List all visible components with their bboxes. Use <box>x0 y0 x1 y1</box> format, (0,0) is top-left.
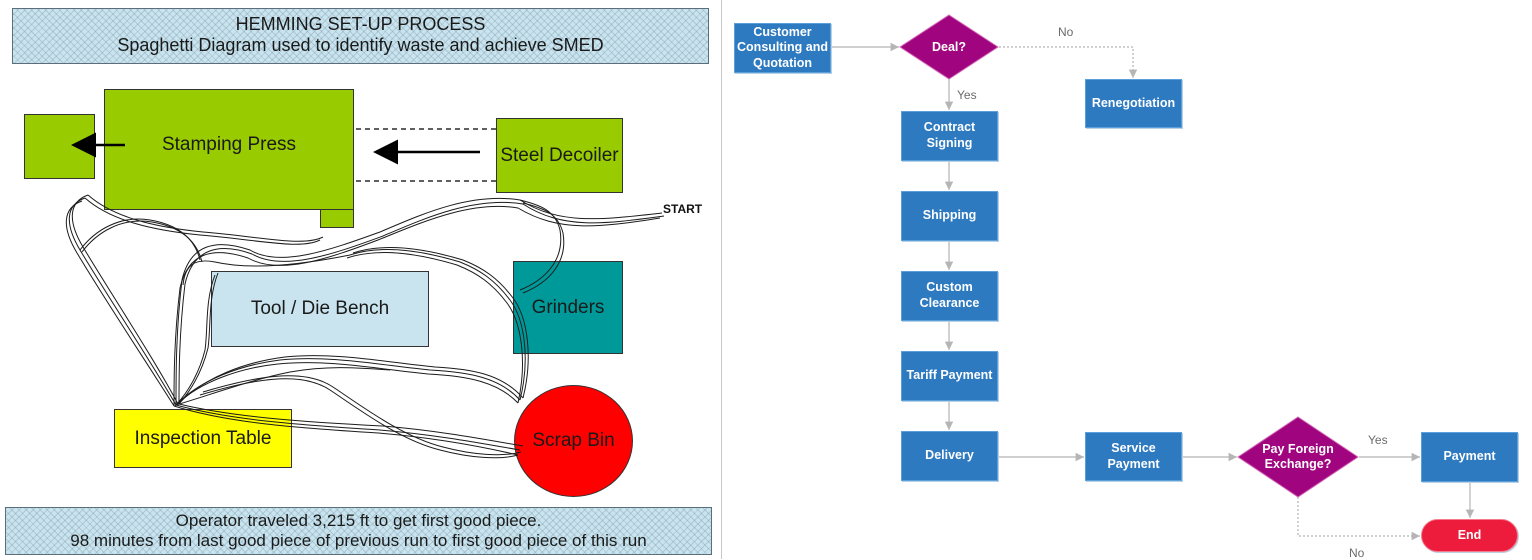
node-service-payment: Service Payment <box>1085 432 1182 481</box>
spaghetti-diagram-panel: HEMMING SET-UP PROCESS Spaghetti Diagram… <box>0 0 722 559</box>
flowchart-connectors <box>831 42 1475 541</box>
deal-label: Deal? <box>931 39 967 54</box>
inspection-table-station: Inspection Table <box>114 409 292 468</box>
deal-diamond-shape <box>899 14 999 80</box>
steel-decoiler-label: Steel Decoiler <box>500 144 619 166</box>
node-customer-consulting: Customer Consulting and Quotation <box>734 23 831 73</box>
node-shipping: Shipping <box>901 191 998 241</box>
forex-diamond-shape <box>1237 416 1359 498</box>
node-deal-decision: Deal? <box>899 14 999 80</box>
stamping-press-station: Stamping Press <box>104 89 354 210</box>
label-forex-yes: Yes <box>1368 433 1388 447</box>
edge-deal-renegotiation <box>999 46 1138 78</box>
start-label: START <box>663 202 703 216</box>
grinders-station: Grinders <box>513 261 623 354</box>
node-contract-signing: Contract Signing <box>901 111 998 161</box>
panel-divider <box>721 0 722 559</box>
label-forex-no: No <box>1349 546 1365 560</box>
spaghetti-title-banner: HEMMING SET-UP PROCESS Spaghetti Diagram… <box>12 8 709 64</box>
press-output-box <box>24 114 95 179</box>
label-deal-yes: Yes <box>957 88 977 102</box>
spaghetti-title: HEMMING SET-UP PROCESS <box>235 14 486 34</box>
stamping-press-label: Stamping Press <box>161 133 297 155</box>
inspection-table-label: Inspection Table <box>134 427 272 449</box>
tool-die-bench-label: Tool / Die Bench <box>250 298 390 319</box>
node-payment: Payment <box>1421 432 1518 482</box>
node-tariff-payment: Tariff Payment <box>901 351 998 401</box>
node-custom-clearance: Custom Clearance <box>901 271 998 321</box>
footer-travel-distance: Operator traveled 3,215 ft to get first … <box>175 511 542 530</box>
label-deal-no: No <box>1058 25 1074 39</box>
steel-decoiler-station: Steel Decoiler <box>496 118 623 193</box>
spaghetti-footer-banner: Operator traveled 3,215 ft to get first … <box>5 507 712 555</box>
grinders-label: Grinders <box>531 296 605 318</box>
node-renegotiation: Renegotiation <box>1085 79 1182 128</box>
node-delivery: Delivery <box>901 431 998 481</box>
scrap-bin-label: Scrap Bin <box>532 430 615 451</box>
footer-changeover-time: 98 minutes from last good piece of previ… <box>70 530 647 550</box>
forex-label: Pay Foreign Exchange? <box>1262 442 1334 471</box>
spaghetti-subtitle: Spaghetti Diagram used to identify waste… <box>117 34 604 55</box>
node-forex-decision: Pay Foreign Exchange? <box>1237 416 1359 498</box>
tool-die-bench-station: Tool / Die Bench <box>211 271 429 347</box>
press-foot-box <box>320 209 354 228</box>
edge-forex-end <box>1297 497 1420 541</box>
node-end: End <box>1421 519 1518 552</box>
flowchart-panel: Customer Consulting and Quotation Deal? … <box>723 0 1532 560</box>
scrap-bin-station: Scrap Bin <box>514 385 633 497</box>
